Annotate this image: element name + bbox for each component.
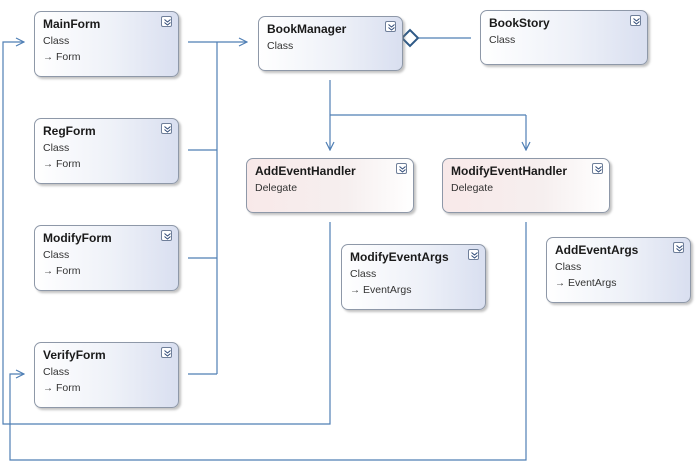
shape-kind: Delegate <box>255 182 298 194</box>
collapse-chevron-icon[interactable] <box>385 21 396 32</box>
class-bookmanager[interactable]: BookManager Class <box>258 16 403 71</box>
shape-name: BookStory <box>489 16 550 30</box>
class-bookstory[interactable]: BookStory Class <box>480 10 648 65</box>
delegate-modifyeventhandler[interactable]: ModifyEventHandler Delegate <box>442 158 610 213</box>
shape-kind: Delegate <box>451 182 494 194</box>
base-class-name: EventArgs <box>363 284 412 296</box>
shape-name: VerifyForm <box>43 348 106 362</box>
aggregation-diamond <box>400 28 420 48</box>
shape-base: →EventArgs <box>350 283 477 298</box>
inherits-arrow-icon: → <box>43 159 53 170</box>
inherits-arrow-icon: → <box>43 266 53 277</box>
class-addeventargs[interactable]: AddEventArgs Class →EventArgs <box>546 237 691 303</box>
shape-name: AddEventHandler <box>255 164 356 178</box>
connector-addeventhandler-loop <box>2 42 331 425</box>
shape-kind: Class <box>267 40 294 52</box>
shape-kind: Class <box>43 249 70 261</box>
shape-base: →Form <box>43 50 170 65</box>
class-modifyeventargs[interactable]: ModifyEventArgs Class →EventArgs <box>341 244 486 310</box>
collapse-chevron-icon[interactable] <box>161 16 172 27</box>
shape-kind: Class <box>43 35 70 47</box>
base-class-name: Form <box>56 158 81 170</box>
class-regform[interactable]: RegForm Class →Form <box>34 118 179 184</box>
shape-name: BookManager <box>267 22 347 36</box>
shape-base: →Form <box>43 381 170 396</box>
shape-name: RegForm <box>43 124 96 138</box>
class-verifyform[interactable]: VerifyForm Class →Form <box>34 342 179 408</box>
base-class-name: EventArgs <box>568 277 617 289</box>
collapse-chevron-icon[interactable] <box>673 242 684 253</box>
class-modifyform[interactable]: ModifyForm Class →Form <box>34 225 179 291</box>
collapse-chevron-icon[interactable] <box>468 249 479 260</box>
shape-name: AddEventArgs <box>555 243 639 257</box>
shape-kind: Class <box>43 366 70 378</box>
inherits-arrow-icon: → <box>43 52 53 63</box>
inherits-arrow-icon: → <box>350 285 360 296</box>
shape-kind: Class <box>489 34 516 46</box>
shape-kind: Class <box>350 268 377 280</box>
shape-name: ModifyForm <box>43 231 112 245</box>
base-class-name: Form <box>56 51 81 63</box>
collapse-chevron-icon[interactable] <box>161 347 172 358</box>
shape-name: ModifyEventArgs <box>350 250 449 264</box>
class-mainform[interactable]: MainForm Class →Form <box>34 11 179 77</box>
inherits-arrow-icon: → <box>555 278 565 289</box>
shape-base: →Form <box>43 157 170 172</box>
shape-kind: Class <box>555 261 582 273</box>
shape-base: →Form <box>43 264 170 279</box>
shape-kind: Class <box>43 142 70 154</box>
base-class-name: Form <box>56 382 81 394</box>
shape-base: →EventArgs <box>555 276 682 291</box>
shape-name: ModifyEventHandler <box>451 164 568 178</box>
delegate-addeventhandler[interactable]: AddEventHandler Delegate <box>246 158 414 213</box>
shape-name: MainForm <box>43 17 101 31</box>
collapse-chevron-icon[interactable] <box>161 230 172 241</box>
collapse-chevron-icon[interactable] <box>592 163 603 174</box>
collapse-chevron-icon[interactable] <box>161 123 172 134</box>
connector-modifyeventhandler-loop <box>9 222 527 461</box>
base-class-name: Form <box>56 265 81 277</box>
collapse-chevron-icon[interactable] <box>630 15 641 26</box>
inherits-arrow-icon: → <box>43 383 53 394</box>
collapse-chevron-icon[interactable] <box>396 163 407 174</box>
